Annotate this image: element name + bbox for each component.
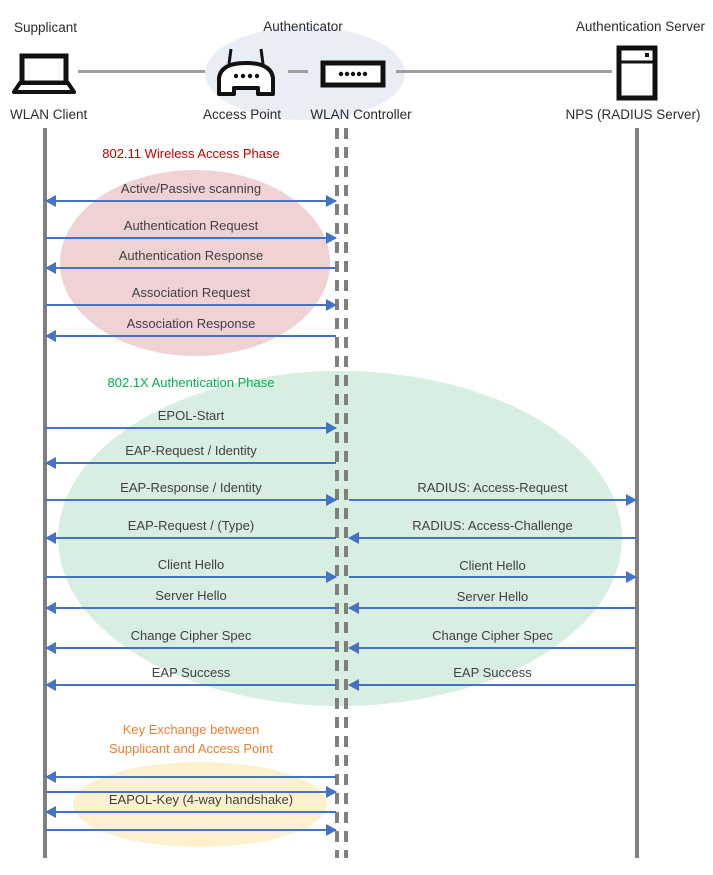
- message-label: Change Cipher Spec: [432, 628, 553, 643]
- arrow-left-icon: [348, 642, 636, 654]
- device-access-point: Access Point: [202, 107, 282, 122]
- wlan-controller-icon: [320, 60, 386, 88]
- arrow-right-icon: [46, 786, 337, 798]
- arrow-right-icon: [349, 571, 637, 583]
- arrow-right-icon: [46, 494, 337, 506]
- phase3-title-line2: Supplicant and Access Point: [108, 741, 274, 756]
- arrow-right-icon: [46, 422, 337, 434]
- arrow-left-icon: [45, 806, 336, 818]
- message-label: Server Hello: [155, 588, 227, 603]
- message-label: EPOL-Start: [157, 408, 225, 423]
- arrow-right-icon: [46, 824, 337, 836]
- message-label: RADIUS: Access-Challenge: [412, 518, 573, 533]
- message-label: EAP Success: [453, 665, 532, 680]
- device-nps-radius-server: NPS (RADIUS Server): [565, 107, 701, 122]
- message-label: Server Hello: [456, 589, 529, 604]
- message-label: Association Response: [126, 316, 256, 331]
- phase2-title: 802.1X Authentication Phase: [107, 375, 275, 390]
- arrow-left-icon: [348, 679, 636, 691]
- server-icon: [616, 45, 658, 101]
- laptop-icon: [10, 53, 78, 95]
- role-authenticator: Authenticator: [263, 19, 343, 34]
- arrow-left-icon: [45, 642, 336, 654]
- message-label: EAP Success: [151, 665, 231, 680]
- message-label: Change Cipher Spec: [130, 628, 252, 643]
- message-label: Association Request: [131, 285, 251, 300]
- arrow-right-icon: [349, 494, 637, 506]
- message-label: Active/Passive scanning: [120, 181, 262, 196]
- message-label: Client Hello: [157, 557, 225, 572]
- message-label: Authentication Response: [118, 248, 264, 263]
- arrow-both-icon: [45, 195, 337, 207]
- message-label: RADIUS: Access-Request: [417, 480, 568, 495]
- phase3-title-line1: Key Exchange between: [122, 722, 260, 737]
- arrow-left-icon: [45, 457, 336, 469]
- message-label: EAP-Response / Identity: [120, 480, 262, 495]
- arrow-left-icon: [45, 679, 336, 691]
- arrow-right-icon: [46, 232, 337, 244]
- lifeline-wlan-controller-1: [335, 128, 339, 858]
- arrow-left-icon: [45, 330, 336, 342]
- arrow-left-icon: [45, 262, 336, 274]
- access-point-icon: [214, 46, 278, 100]
- lifeline-nps-server: [635, 128, 639, 858]
- arrow-left-icon: [45, 771, 336, 783]
- lifeline-wlan-client: [43, 128, 47, 858]
- connector-line-middle: [288, 70, 308, 73]
- connector-line-right: [396, 70, 612, 73]
- message-label: EAP-Request / (Type): [127, 518, 255, 533]
- arrow-left-icon: [348, 602, 636, 614]
- message-label: EAP-Request / Identity: [125, 443, 257, 458]
- role-authentication-server: Authentication Server: [575, 19, 705, 34]
- arrow-left-icon: [45, 532, 336, 544]
- role-supplicant: Supplicant: [14, 20, 78, 35]
- message-label: Client Hello: [459, 558, 526, 573]
- arrow-left-icon: [348, 532, 636, 544]
- device-wlan-client: WLAN Client: [10, 107, 88, 122]
- arrow-right-icon: [46, 571, 337, 583]
- message-label: Authentication Request: [123, 218, 259, 233]
- phase1-title: 802.11 Wireless Access Phase: [102, 146, 280, 161]
- arrow-left-icon: [45, 602, 336, 614]
- connector-line-left: [78, 70, 205, 73]
- arrow-right-icon: [46, 299, 337, 311]
- lifeline-wlan-controller-2: [344, 128, 348, 858]
- device-wlan-controller: WLAN Controller: [310, 107, 412, 122]
- message-label: EAPOL-Key (4-way handshake): [108, 792, 294, 807]
